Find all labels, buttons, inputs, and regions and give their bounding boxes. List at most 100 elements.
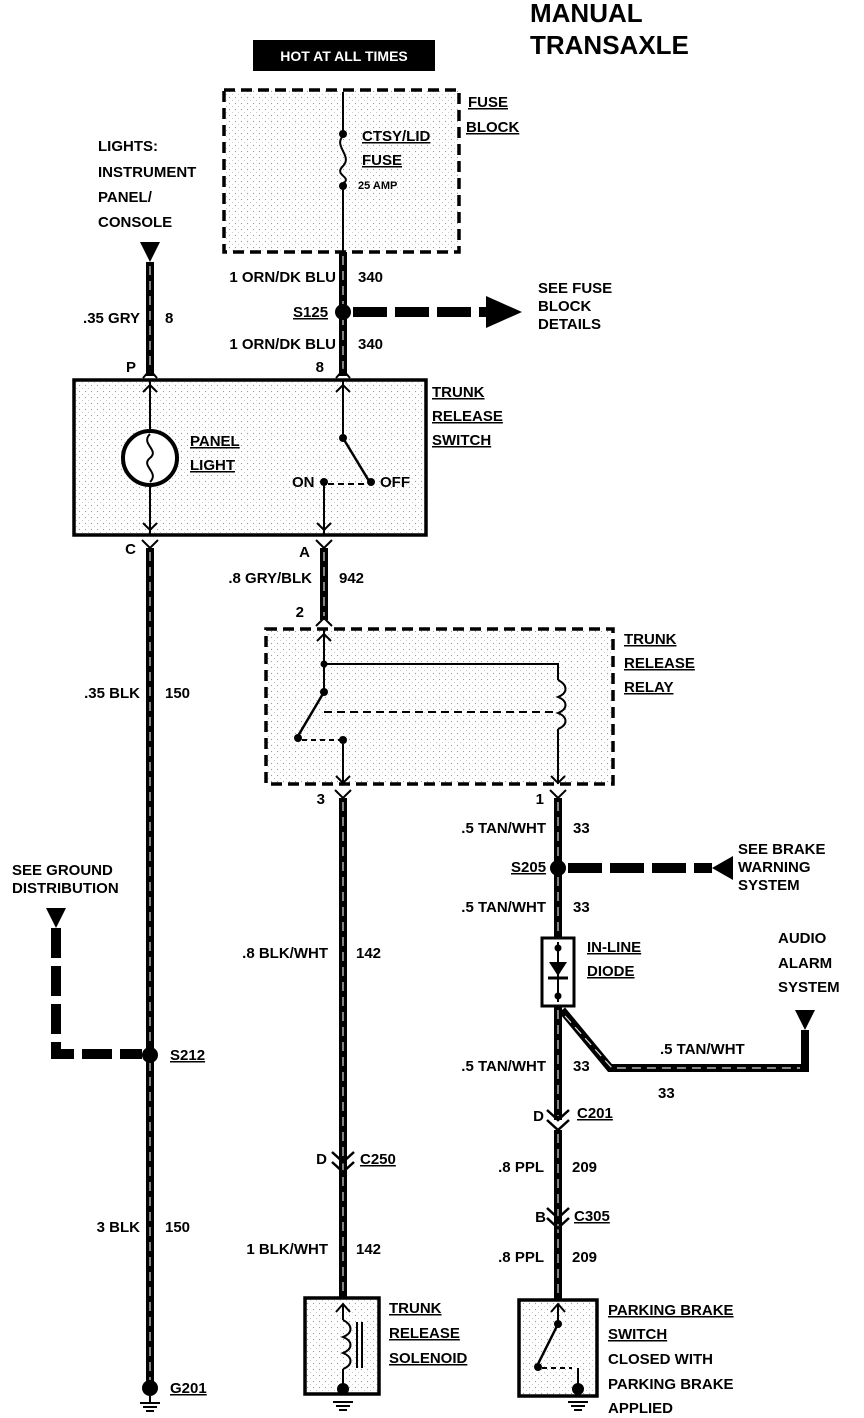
connector-a-icon (315, 539, 333, 550)
wire-340a-gauge: 1 ORN/DK BLU (229, 269, 336, 286)
audio-alarm-arrow-icon (795, 1010, 815, 1030)
wire-209b-gauge: .8 PPL (498, 1249, 544, 1266)
wire-150a-gauge: .35 BLK (84, 685, 140, 702)
wire-942-circuit: 942 (339, 570, 364, 587)
connector-8-icon (335, 368, 351, 379)
relay-arrow-in-icon (316, 632, 332, 642)
wire-340b-gauge: 1 ORN/DK BLU (229, 336, 336, 353)
switch-blade (341, 437, 371, 482)
arrow-left-icon (712, 856, 733, 880)
lights-line4: CONSOLE (98, 214, 172, 231)
trunk-switch-label-1: TRUNK (432, 384, 485, 401)
fuse-block-label-2: BLOCK (466, 119, 519, 136)
see-fuse-line3: DETAILS (538, 316, 601, 333)
pin-c: C (125, 541, 136, 558)
pin-p: P (126, 359, 136, 376)
fuse-block-box (222, 88, 461, 254)
relay-label-1: TRUNK (624, 631, 677, 648)
connector-c-icon (141, 539, 159, 550)
switch-arrow-bottom-icon (316, 522, 332, 532)
wire-150a-circuit: 150 (165, 685, 190, 702)
fuse-element-icon (339, 135, 347, 185)
relay-coil-icon (555, 679, 567, 730)
relay-no-contact (339, 736, 347, 744)
see-fuse-line1: SEE FUSE (538, 280, 612, 297)
trunk-release-switch-box (72, 378, 428, 537)
panel-light-arrow-bottom-icon (142, 522, 158, 532)
pin-a: A (299, 544, 310, 561)
panel-light-filament (146, 433, 154, 483)
fuse-name-2: FUSE (362, 152, 402, 169)
pb-switch-label-5: APPLIED (608, 1400, 673, 1417)
pb-switch-contact (534, 1363, 542, 1371)
connector-2-icon (315, 616, 333, 627)
see-ground-line2: DISTRIBUTION (12, 880, 119, 897)
wire-8-gauge: .35 GRY (83, 310, 140, 327)
fuse-amp: 25 AMP (358, 180, 397, 192)
fuse-name-1: CTSY/LID (362, 128, 431, 145)
wire-33a-circuit: 33 (573, 820, 590, 837)
hot-at-all-times-label: HOT AT ALL TIMES (280, 48, 408, 64)
wire-340a-circuit: 340 (358, 269, 383, 286)
wire-33a-gauge: .5 TAN/WHT (461, 820, 546, 837)
wire-340b-circuit: 340 (358, 336, 383, 353)
wire-209b-circuit: 209 (572, 1249, 597, 1266)
wire-33d-circuit: 33 (658, 1085, 675, 1102)
wire-209a-circuit: 209 (572, 1159, 597, 1176)
diode-label-2: DIODE (587, 963, 635, 980)
wire-ground-distribution (51, 928, 142, 1059)
wire-8-circuit: 8 (165, 310, 173, 327)
wire-33b-gauge: .5 TAN/WHT (461, 899, 546, 916)
connector-c305-label: C305 (574, 1208, 610, 1225)
wire-142b-circuit: 142 (356, 1241, 381, 1258)
connector-p-icon (142, 368, 158, 379)
splice-s212-label: S212 (170, 1047, 205, 1064)
wire-150b-gauge: 3 BLK (97, 1219, 141, 1236)
splice-s125-label: S125 (293, 304, 328, 321)
see-ground-line1: SEE GROUND (12, 862, 113, 879)
pin-8: 8 (316, 359, 324, 376)
wire-33c-circuit: 33 (573, 1058, 590, 1075)
pb-switch-label-3: CLOSED WITH (608, 1351, 713, 1368)
pb-switch-ground-dot (572, 1383, 584, 1395)
trunk-switch-label-2: RELEASE (432, 408, 503, 425)
see-brake-line1: SEE BRAKE (738, 841, 826, 858)
wire-142a-gauge: .8 BLK/WHT (242, 945, 328, 962)
pin-d-c201: D (533, 1108, 544, 1125)
wire-142b-gauge: 1 BLK/WHT (246, 1241, 328, 1258)
title-line2: TRANSAXLE (530, 30, 689, 60)
wire-942-gauge: .8 GRY/BLK (228, 570, 312, 587)
relay-label-2: RELEASE (624, 655, 695, 672)
solenoid-ground-dot (337, 1383, 349, 1395)
switch-on-contact (320, 478, 328, 486)
pin-3: 3 (317, 791, 325, 808)
switch-arrow-top-icon (335, 383, 351, 393)
splice-s125-dot (335, 304, 351, 320)
hot-at-all-times-box (253, 40, 435, 71)
connector-c250-icon (331, 1151, 355, 1174)
connector-c201-label: C201 (577, 1105, 613, 1122)
pin-2: 2 (296, 604, 304, 621)
relay-arrow-out-icon (335, 775, 351, 785)
lights-line2: INSTRUMENT (98, 164, 196, 181)
relay-label-3: RELAY (624, 679, 673, 696)
wire-150b-circuit: 150 (165, 1219, 190, 1236)
audio-line3: SYSTEM (778, 979, 840, 996)
panel-light-label-2: LIGHT (190, 457, 235, 474)
pin-d-c250: D (316, 1151, 327, 1168)
see-brake-line3: SYSTEM (738, 877, 800, 894)
fuse-block-label-1: FUSE (468, 94, 508, 111)
solenoid-label-1: TRUNK (389, 1300, 442, 1317)
connector-1-icon (549, 789, 567, 800)
relay-nc-contact (294, 734, 302, 742)
ground-distribution-arrow-icon (46, 908, 66, 928)
audio-line1: AUDIO (778, 930, 827, 947)
splice-s212-dot (142, 1047, 158, 1063)
diode-terminal-top (554, 944, 562, 952)
solenoid-label-2: RELEASE (389, 1325, 460, 1342)
trunk-switch-label-3: SWITCH (432, 432, 491, 449)
panel-light-arrow-top-icon (142, 383, 158, 393)
wire-33c-gauge: .5 TAN/WHT (461, 1058, 546, 1075)
fuse-terminal-top (339, 130, 347, 138)
diode-terminal-bottom (554, 992, 562, 1000)
